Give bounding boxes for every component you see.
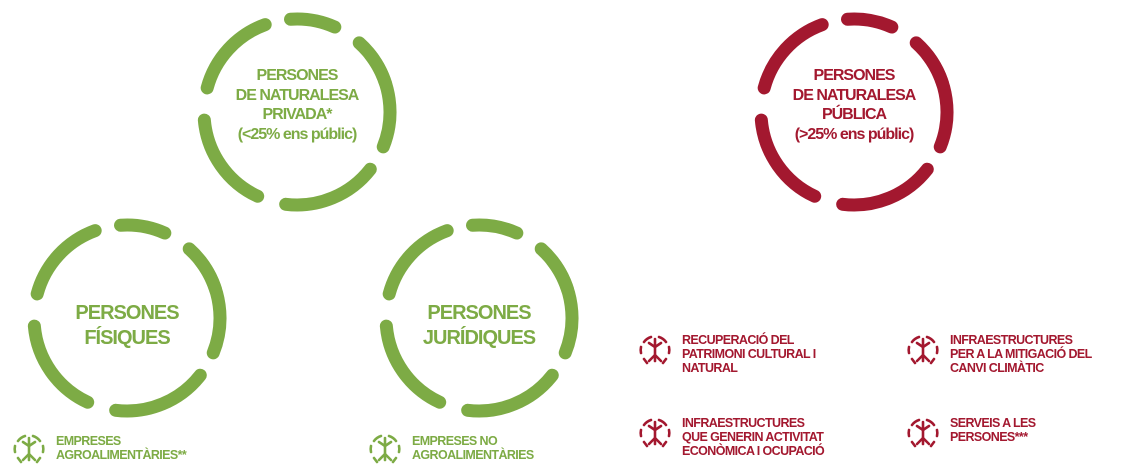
agrifood-companies-item: EMPRESES AGROALIMENTÀRIES** <box>10 432 187 466</box>
ring-arc-segment <box>197 113 265 203</box>
label-line: PERSONES <box>427 302 531 324</box>
ring-arc-segment <box>466 218 524 240</box>
item-line: PERSONES*** <box>950 430 1028 444</box>
label-line: JURÍDIQUES <box>422 327 536 349</box>
item-line: INFRAESTRUCTURES <box>950 333 1073 347</box>
ring-arc-segment <box>30 224 102 301</box>
ring-arc-segment <box>836 162 934 212</box>
ring-arc-segment <box>841 12 899 34</box>
item-line: QUE GENERIN ACTIVITAT <box>682 430 824 444</box>
label-line: PERSONES <box>256 67 339 84</box>
ring-arc-segment <box>534 242 574 296</box>
item-line: EMPRESES NO <box>412 434 498 448</box>
climate-infrastructure-item: INFRAESTRUCTURES PER A LA MITIGACIÓ DEL … <box>904 333 1092 375</box>
ring-arc-segment <box>284 12 342 34</box>
legal-persons-ring <box>379 218 579 418</box>
natural-persons-ring <box>27 218 227 418</box>
ring-arc-segment <box>382 224 454 301</box>
item-line: RECUPERACIÓ DEL <box>682 333 794 347</box>
label-line: FÍSIQUES <box>84 327 170 349</box>
item-line: INFRAESTRUCTURES <box>682 416 805 430</box>
ring-arc-segment <box>754 113 822 203</box>
legal-persons-label: PERSONES JURÍDIQUES <box>379 301 579 351</box>
label-line: PRIVADA* <box>262 106 332 124</box>
ring-arc-segment <box>279 162 377 212</box>
item-line: NATURAL <box>682 361 738 375</box>
item-line: SERVEIS A LES <box>950 416 1036 430</box>
ring-arc-segment <box>114 218 172 240</box>
label-line: (>25% ens públic) <box>794 125 915 143</box>
ring-arc-segment <box>352 36 392 90</box>
item-line: CANVI CLIMÀTIC <box>950 361 1044 375</box>
tree-roots-icon <box>904 416 942 450</box>
label-line: PERSONES <box>75 302 179 324</box>
ring-arc-segment <box>461 368 559 418</box>
tree-roots-icon <box>366 432 404 466</box>
public-entity-ring <box>754 12 954 212</box>
item-line: PER A LA MITIGACIÓ DEL <box>950 347 1092 361</box>
item-line: PATRIMONI CULTURAL I <box>682 347 816 361</box>
heritage-recovery-item: RECUPERACIÓ DEL PATRIMONI CULTURAL I NAT… <box>636 333 816 375</box>
ring-arcs <box>754 12 954 212</box>
ring-arc-segment <box>757 18 829 95</box>
ring-arc-segment <box>182 242 222 296</box>
personal-services-item: SERVEIS A LES PERSONES*** <box>904 416 1036 450</box>
tree-roots-icon <box>904 333 942 367</box>
private-entity-label: PERSONES DE NATURALESA PRIVADA* (<25% en… <box>197 66 397 144</box>
ring-arcs <box>197 12 397 212</box>
ring-arc-segment <box>200 18 272 95</box>
ring-arc-segment <box>909 36 949 90</box>
ring-arc-segment <box>27 319 95 409</box>
label-line: (<25% ens públic) <box>237 125 358 143</box>
tree-roots-icon <box>636 333 674 367</box>
item-line: AGROALIMENTÀRIES <box>412 448 534 462</box>
ring-arcs <box>379 218 579 418</box>
private-entity-ring <box>197 12 397 212</box>
label-line: DE NATURALESA <box>792 86 917 104</box>
item-line: ECONÒMICA I OCUPACIÓ <box>682 444 825 458</box>
item-line: AGROALIMENTÀRIES** <box>56 448 187 462</box>
tree-roots-icon <box>636 416 674 450</box>
label-line: PÚBLICA <box>821 106 887 124</box>
non-agrifood-companies-item: EMPRESES NO AGROALIMENTÀRIES <box>366 432 534 466</box>
tree-roots-icon <box>10 432 48 466</box>
label-line: PERSONES <box>813 67 896 84</box>
ring-arcs <box>27 218 227 418</box>
natural-persons-label: PERSONES FÍSIQUES <box>27 301 227 351</box>
ring-arc-segment <box>379 319 447 409</box>
public-entity-label: PERSONES DE NATURALESA PÚBLICA (>25% ens… <box>754 66 954 144</box>
economic-infrastructure-item: INFRAESTRUCTURES QUE GENERIN ACTIVITAT E… <box>636 416 825 458</box>
ring-arc-segment <box>109 368 207 418</box>
item-line: EMPRESES <box>56 434 121 448</box>
label-line: DE NATURALESA <box>235 86 360 104</box>
